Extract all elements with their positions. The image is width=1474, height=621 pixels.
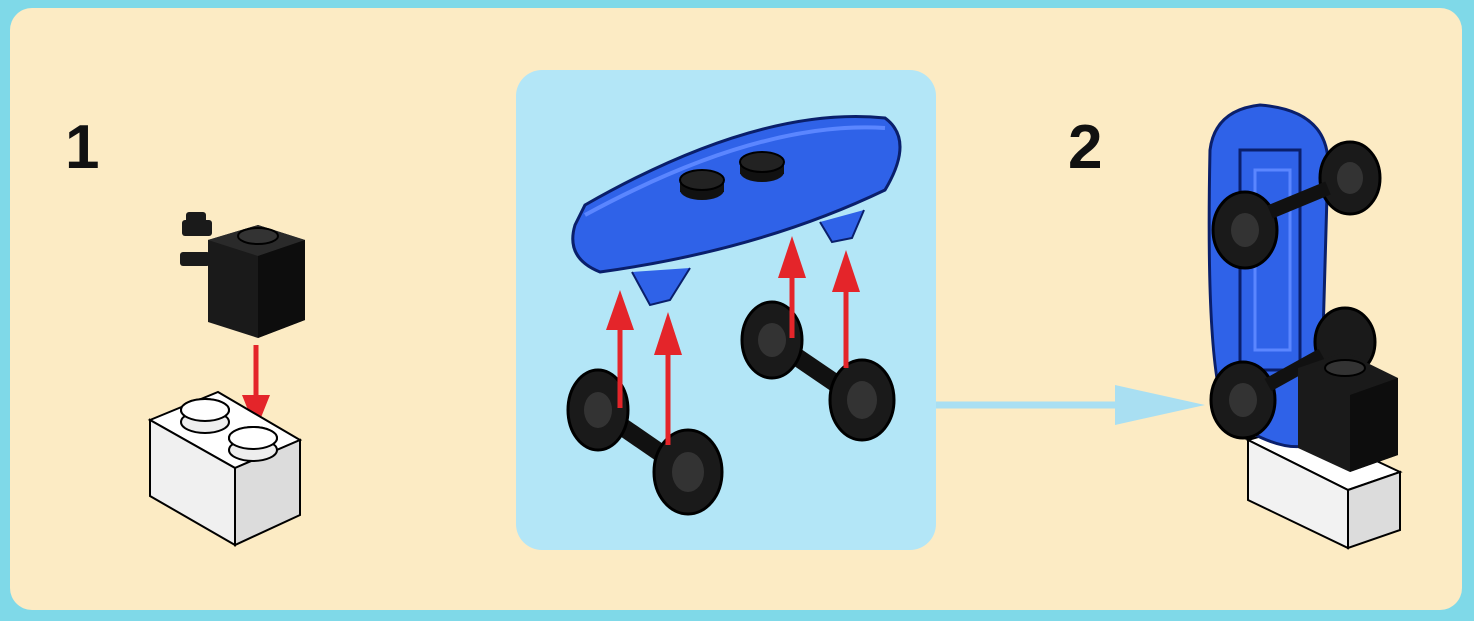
assembled-skateboard-icon	[1209, 105, 1400, 548]
red-arrow-icon	[832, 250, 860, 368]
flow-arrow-icon	[936, 385, 1205, 425]
wheel-axle-icon	[568, 370, 722, 514]
red-arrow-icon	[654, 312, 682, 445]
white-2x1-brick-icon	[150, 392, 300, 545]
black-clip-brick-icon	[180, 212, 305, 338]
wheel-axle-icon	[742, 302, 894, 440]
